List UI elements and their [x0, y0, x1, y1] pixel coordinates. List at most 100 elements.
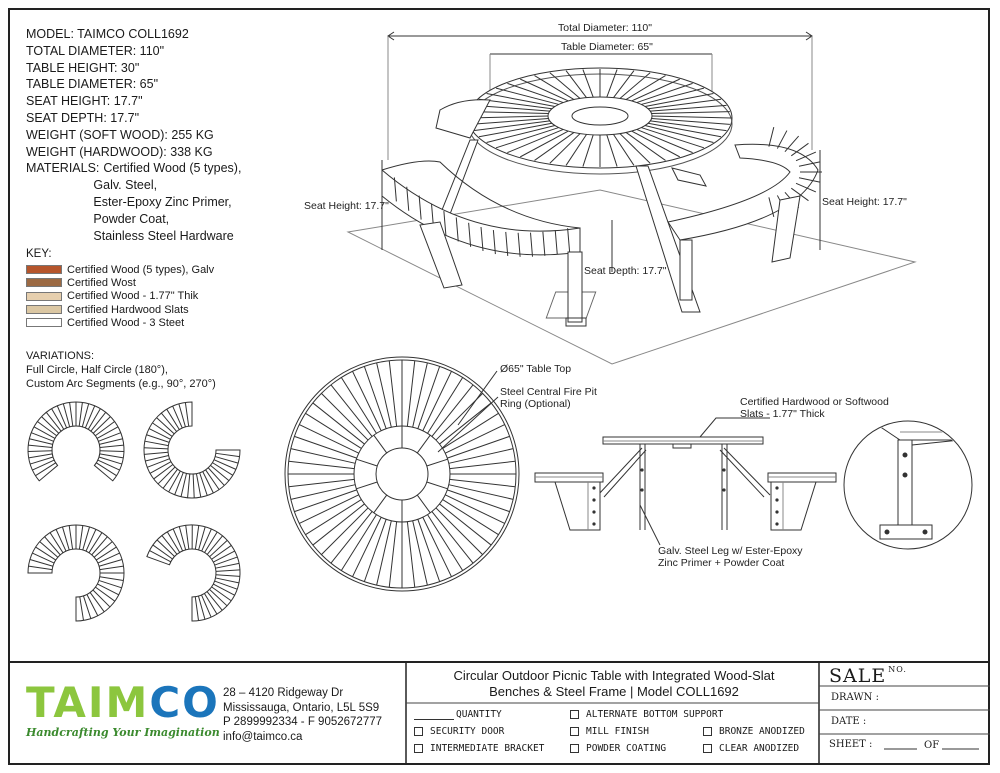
bench-slat	[172, 528, 184, 552]
iso-slat-line	[636, 82, 693, 104]
leader-table-top	[457, 370, 498, 426]
iso-slat-line	[619, 133, 651, 164]
plan-slat-line	[449, 478, 516, 488]
spec-model: MODEL: TAIMCO COLL1692	[26, 27, 189, 41]
iso-slat-line	[478, 98, 553, 110]
material-item: Certified Wood (5 types),	[103, 161, 242, 176]
checkbox[interactable]	[703, 727, 712, 736]
plan-slat-line	[352, 371, 382, 431]
iso-slat-line	[495, 127, 559, 149]
iso-slat-line	[613, 134, 635, 166]
iso-slat-line	[619, 72, 651, 99]
plan-ring-segment	[373, 494, 388, 514]
label-leg: Galv. Steel Leg w/ Ester-Epoxy Zinc Prim…	[658, 545, 803, 569]
email-link[interactable]: info@taimco.ca	[223, 730, 303, 743]
bench-slat	[99, 438, 123, 445]
iso-slat-line	[651, 115, 732, 119]
option-bronze-anodized[interactable]: BRONZE ANODIZED	[703, 726, 805, 737]
plan-slat-line	[417, 519, 441, 582]
bench-slat	[95, 586, 116, 602]
bench-arc-outline	[146, 524, 241, 622]
bolt	[775, 486, 779, 490]
bench-slat	[149, 550, 172, 563]
drawn-field[interactable]: DRAWN :	[831, 692, 879, 703]
logo-part: TAIM	[26, 678, 150, 727]
checkbox[interactable]	[570, 744, 579, 753]
iso-slat-line	[582, 69, 594, 98]
plan-slat-line	[442, 412, 499, 449]
bench-slat	[96, 426, 119, 439]
bench-slat	[97, 583, 119, 596]
bench-slat	[152, 422, 173, 437]
bolt	[775, 522, 779, 526]
plan-slat-line	[330, 384, 373, 437]
iso-slat-line	[650, 104, 727, 112]
date-field[interactable]: DATE :	[831, 716, 867, 727]
iso-bench-slat	[795, 182, 817, 193]
detail-seat	[868, 422, 971, 441]
key-item: Certified Wost	[26, 276, 214, 289]
checkbox[interactable]	[414, 744, 423, 753]
plan-slat-line	[321, 507, 369, 555]
plan-slat-line	[439, 402, 492, 445]
bench-slat	[91, 536, 108, 556]
title-block-border	[8, 661, 990, 765]
iso-slat-line	[549, 133, 581, 164]
bench-slat	[69, 402, 74, 427]
bench-slat	[192, 473, 195, 498]
leader-slats	[699, 417, 770, 438]
option-clear-anodized[interactable]: CLEAR ANODIZED	[703, 743, 799, 754]
iso-bench-slat	[795, 151, 817, 162]
bench-slat	[212, 462, 234, 476]
dim-seat-height-left: Seat Height: 17.7"	[304, 200, 389, 212]
bench-slat	[201, 528, 212, 552]
plan-outer-ring	[284, 356, 520, 592]
iso-slat-line	[641, 87, 705, 105]
bench-slat	[145, 455, 169, 462]
plan-slat-line	[431, 511, 474, 564]
checkbox[interactable]	[414, 727, 423, 736]
checkbox[interactable]	[703, 744, 712, 753]
iso-bench-foot	[565, 317, 587, 327]
option-label: QUANTITY	[456, 709, 502, 720]
plan-slat-line	[447, 435, 510, 459]
option-powder-coating[interactable]: POWDER COATING	[570, 743, 666, 754]
detail-circle	[843, 420, 973, 550]
bench-slat	[92, 416, 111, 434]
plan-slat-line	[340, 377, 377, 434]
iso-slat-line	[468, 115, 549, 119]
detail-view	[843, 420, 973, 550]
drawing-sheet	[8, 8, 990, 765]
option-alternate-bottom-support[interactable]: ALTERNATE BOTTOM SUPPORT	[570, 709, 723, 720]
quantity-field[interactable]: QUANTITY	[414, 709, 502, 720]
option-label: BRONZE ANODIZED	[719, 726, 805, 737]
bench-slat	[87, 408, 101, 430]
iso-slat-line	[478, 122, 553, 138]
iso-bench-post	[679, 239, 693, 301]
plan-slat-line	[448, 448, 514, 464]
iso-bench-slat	[406, 186, 410, 211]
bench-slat	[98, 579, 122, 589]
checkbox[interactable]	[570, 710, 579, 719]
elev-right-bench-support	[770, 481, 817, 531]
option-intermediate-bracket[interactable]: INTERMEDIATE BRACKET	[414, 743, 544, 754]
bolt	[592, 522, 596, 526]
key-label: Certified Wood - 1.77" Thik	[67, 290, 199, 303]
iso-left-bench-slats	[393, 177, 571, 257]
option-label: POWDER COATING	[586, 743, 667, 754]
iso-bench-leg	[419, 221, 463, 289]
plan-ring-segment	[416, 434, 431, 454]
plan-ring-segment	[426, 481, 448, 490]
address-line: 28 – 4120 Ridgeway Dr	[223, 687, 344, 699]
option-security-door[interactable]: SECURITY DOOR	[414, 726, 504, 737]
bolt	[722, 468, 726, 472]
variations-line: Custom Arc Segments (e.g., 90°, 270°)	[26, 378, 216, 390]
logo-tagline: Handcrafting Your Imagination	[26, 726, 220, 739]
sheet-field[interactable]: SHEET :	[829, 739, 873, 750]
detail-bolt	[902, 452, 908, 458]
checkbox[interactable]	[570, 727, 579, 736]
bench-slat	[148, 428, 171, 440]
key-swatch	[26, 305, 62, 315]
option-mill-finish[interactable]: MILL FINISH	[570, 726, 649, 737]
key-item: Certified Hardwood Slats	[26, 303, 214, 316]
